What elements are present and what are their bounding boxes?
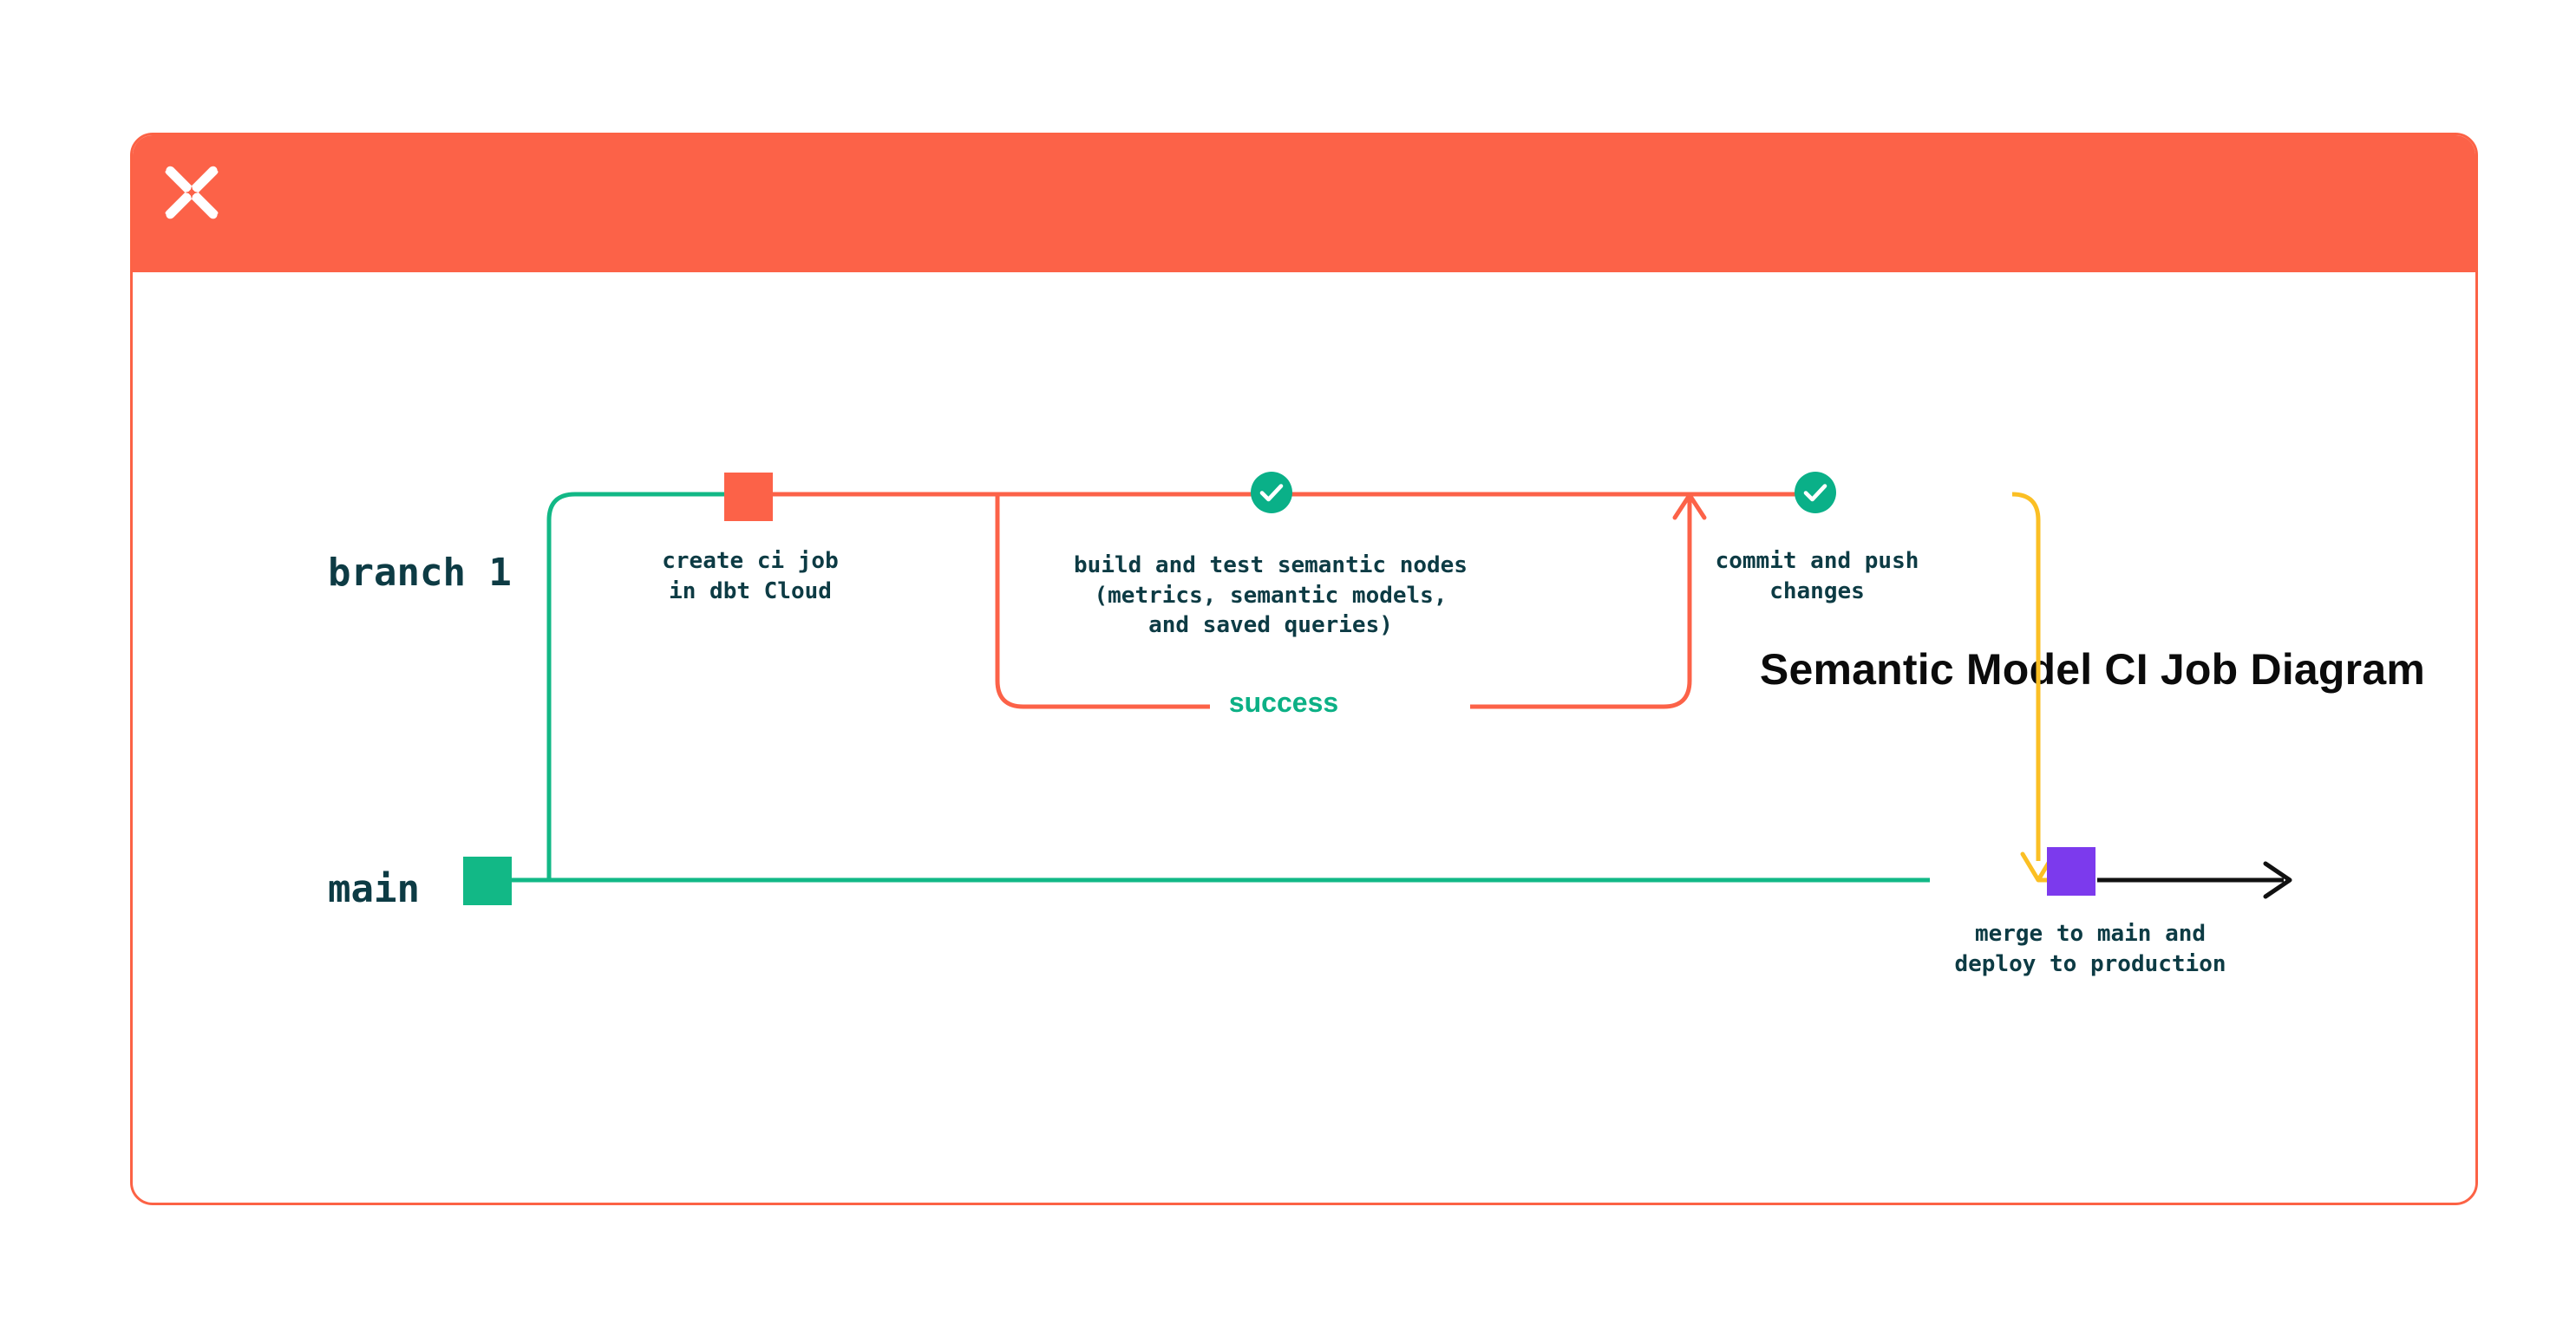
commit-marker-create-ci[interactable] [724, 473, 773, 521]
check-circle-icon-build[interactable] [1251, 472, 1292, 513]
step-label-create-ci-job: create ci job in dbt Cloud [662, 548, 839, 604]
panel-header [133, 135, 2475, 272]
step-label-merge-and-deploy: merge to main and deploy to production [1954, 921, 2226, 977]
dbt-x-logo-icon [165, 166, 219, 219]
check-icon [1803, 484, 1827, 502]
commit-marker-main-start[interactable] [463, 857, 512, 905]
check-circle-icon-commit[interactable] [1795, 472, 1836, 513]
page-title: Semantic Model CI Job Diagram [1759, 644, 2425, 694]
commit-marker-merge[interactable] [2047, 847, 2095, 896]
check-icon [1259, 484, 1284, 502]
loop-edge-label-success: success [1210, 685, 1357, 721]
step-label-commit-and-push: commit and push changes [1715, 548, 1919, 604]
diagram-panel: Semantic Model CI Job Diagram [130, 133, 2478, 1205]
step-label-build-and-test: build and test semantic nodes (metrics, … [1074, 552, 1468, 639]
lane-label-branch-1: branch 1 [328, 551, 512, 595]
lane-label-main: main [328, 867, 420, 911]
